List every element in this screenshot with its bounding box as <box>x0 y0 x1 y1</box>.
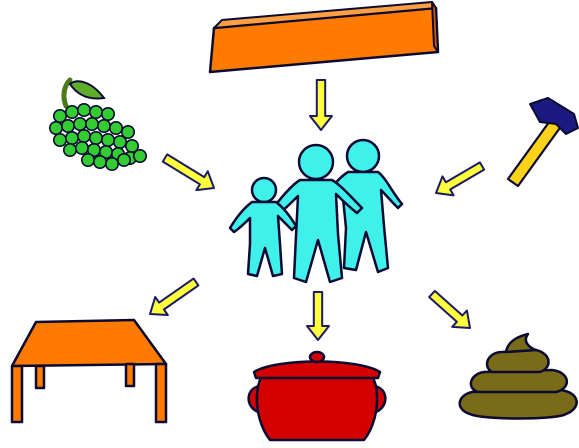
grape-berry <box>52 109 67 124</box>
grapes-icon <box>48 77 148 172</box>
grape-berry <box>121 125 136 140</box>
family-icon <box>228 138 404 284</box>
grape-berry <box>109 121 124 136</box>
arrow-hammer-to-family <box>435 161 486 197</box>
grape-berry <box>77 103 92 118</box>
arrow-family-to-dung-pile <box>428 289 471 329</box>
grape-berry <box>65 105 80 120</box>
arrow-family-to-table <box>149 277 200 316</box>
grape-berry <box>73 117 88 132</box>
arrow-grapes-to-family <box>161 153 215 192</box>
grape-berry <box>60 119 75 134</box>
wood-plank-icon <box>208 1 440 74</box>
grape-berry <box>113 135 128 150</box>
arrow-family-to-cooking-pot <box>306 291 330 341</box>
arrow-wood-plank-to-family <box>309 79 333 131</box>
dung-pile-icon <box>458 332 578 420</box>
grape-berry <box>117 153 132 168</box>
grape-berry <box>105 157 120 172</box>
grape-berry <box>93 155 108 170</box>
grape-berry <box>77 129 92 144</box>
grape-berry <box>133 149 148 164</box>
table-icon <box>10 318 168 424</box>
grape-berry <box>97 119 112 134</box>
cooking-pot-icon <box>247 350 387 442</box>
grape-berry <box>85 117 100 132</box>
grape-berry <box>81 153 96 168</box>
grape-berry <box>101 133 116 148</box>
grape-berry <box>48 121 63 136</box>
grape-berry <box>89 131 104 146</box>
grape-berry <box>62 143 77 158</box>
grape-berry <box>52 133 67 148</box>
grape-berry <box>101 107 116 122</box>
grape-berry <box>89 105 104 120</box>
grape-berry <box>65 131 80 146</box>
grape-berry <box>75 141 90 156</box>
hammer-icon <box>506 97 579 188</box>
